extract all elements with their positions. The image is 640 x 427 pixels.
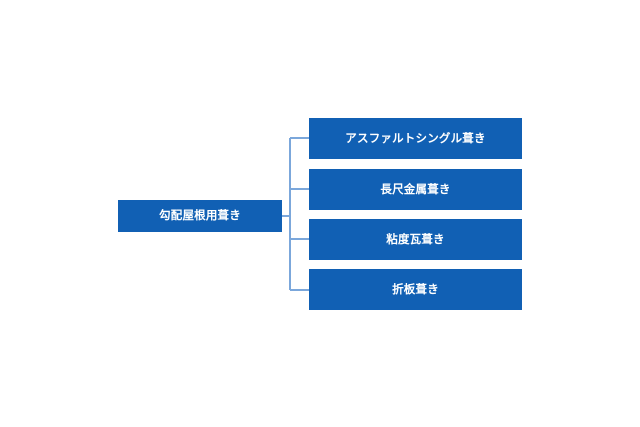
node-child-label: 長尺金属葺き: [380, 181, 451, 196]
node-child-asphalt-shingle[interactable]: アスファルトシングル葺き: [309, 118, 522, 159]
node-child-folded-plate[interactable]: 折板葺き: [309, 269, 522, 310]
node-child-label: 粘度瓦葺き: [386, 231, 445, 246]
node-child-long-metal[interactable]: 長尺金属葺き: [309, 169, 522, 210]
node-root-label: 勾配屋根用葺き: [159, 208, 241, 223]
node-root[interactable]: 勾配屋根用葺き: [118, 200, 282, 232]
node-child-clay-tile[interactable]: 粘度瓦葺き: [309, 219, 522, 260]
node-child-label: アスファルトシングル葺き: [345, 130, 486, 145]
node-child-label: 折板葺き: [392, 281, 439, 296]
